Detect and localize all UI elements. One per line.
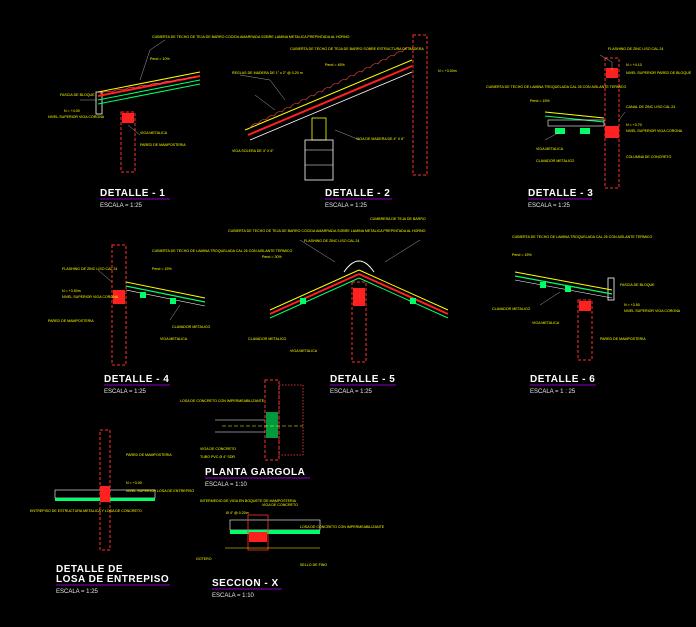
detail-1-note-0: CUBIERTA DE TECHO DE TEJA DE BARRO COCID… (152, 35, 350, 39)
detail-5-note-5: VIGA METALICA (290, 349, 318, 353)
detail-3-drawing (544, 54, 626, 189)
detail-4-note-7: CLAVADOR METALICO (172, 325, 211, 329)
detail-4-note-2: FLASHING DE ZINC LISO CAL 24 (62, 267, 117, 271)
detail-6-title: DETALLE - 6 (530, 374, 595, 385)
detail-1-scale: ESCALA = 1:25 (100, 203, 143, 209)
detail-5-note-1: Pend = 30% (262, 255, 282, 259)
detail-4-scale: ESCALA = 1:25 (104, 389, 147, 395)
seccion-x-title: SECCION - X (212, 578, 279, 589)
detail-6-note-5: N = +3.50 (624, 303, 640, 307)
planta-gargola-title: PLANTA GARGOLA (205, 467, 305, 478)
detail-1-note-3: N = +4.00 (64, 109, 80, 113)
detail-2-note-1: Pend = 45% (325, 63, 345, 67)
planta-gargola-note-2: TUBO PVC Ø 4" SDR (200, 455, 235, 459)
detail-4-drawing (97, 244, 206, 366)
planta-gargola-note-1: VIGA DE CONCRETO (200, 447, 236, 451)
detail-1-note-1: Pend = 10% (150, 57, 170, 61)
detail-5-scale: ESCALA = 1:25 (330, 389, 373, 395)
detail-1-note-2: FASCIA DE BLOQUE (60, 93, 95, 97)
detail-4-note-0: CUBIERTA DE TECHO DE LAMINA TROQUELADA C… (152, 249, 293, 253)
losa-entrepiso-title-2: LOSA DE ENTREPISO (56, 574, 169, 585)
detail-1-drawing (80, 39, 201, 173)
detail-4-note-4: NIVEL SUPERIOR VIGA CORONA (62, 295, 119, 299)
seccion-x-drawing (225, 514, 321, 551)
seccion-x-note-1: VIGA DE CONCRETO (262, 503, 298, 507)
seccion-x-note-4: GOTERO (196, 557, 212, 561)
detail-6-note-1: Pend = 15% (512, 253, 532, 257)
detail-5-title: DETALLE - 5 (330, 374, 395, 385)
detail-2-drawing (239, 34, 428, 181)
losa-entrepiso-scale: ESCALA = 1:25 (56, 589, 99, 595)
detail-5-note-3: CUMBRERA DE TEJA DE BARRO (370, 217, 426, 221)
losa-entrepiso-note-3: ENTREPISO DE ESTRUCTURA METALICA Y LOSA … (30, 509, 142, 513)
detail-2-note-5: VIGA SOLERA DE 4" X 6" (232, 149, 274, 153)
detail-3-note-1: N = +4.10 (626, 63, 642, 67)
detail-6-note-0: CUBIERTA DE TECHO DE LAMINA TROQUELADA C… (512, 235, 653, 239)
losa-entrepiso-note-1: N = +3.00 (126, 481, 142, 485)
detail-2-note-0: CUBIERTA DE TECHO DE TEJA DE BARRO SOBRE… (290, 47, 424, 51)
seccion-x-note-5: SELLO DE FINO (300, 563, 327, 567)
seccion-x-note-3: LOSA DE CONCRETO CON IMPERMEABILIZANTE (300, 525, 385, 529)
detail-3-note-3: CUBIERTA DE TECHO DE LAMINA TROQUELADA C… (486, 85, 627, 89)
detail-3-title: DETALLE - 3 (528, 188, 593, 199)
detail-3-note-7: NIVEL SUPERIOR VIGA CORONA (626, 129, 683, 133)
detail-5-drawing (269, 239, 449, 363)
detail-3-note-4: Pend = 15% (530, 99, 550, 103)
seccion-x-note-2: Ø 4" @ 0.20m (226, 511, 249, 515)
losa-entrepiso-note-2: NIVEL SUPERIOR LOSA DE ENTREPISO (126, 489, 194, 493)
detail-5-note-4: CLAVADOR METALICO (248, 337, 287, 341)
detail-3-note-5: CANAL DE ZINC LISO CAL 24 (626, 105, 675, 109)
detail-3-note-10: COLUMNA DE CONCRETO (626, 155, 671, 159)
seccion-x-note-0: INTERMEDIO DE VIGA EN BOQUETE DE MAMPOST… (200, 499, 297, 503)
planta-gargola-scale: ESCALA = 1:10 (205, 482, 248, 488)
detail-3-note-0: FLASHING DE ZINC LISO CAL 24 (608, 47, 663, 51)
detail-6-note-7: PARED DE MAMPOSTERIA (600, 337, 646, 341)
detail-3-scale: ESCALA = 1:25 (528, 203, 571, 209)
detail-4-note-5: PARED DE MAMPOSTERIA (48, 319, 94, 323)
losa-entrepiso-note-0: PARED DE MAMPOSTERIA (126, 453, 172, 457)
planta-gargola-drawing (215, 379, 304, 461)
detail-1-note-5: VIGA METALICA (140, 131, 168, 135)
detail-3-note-9: CLAVADOR METALICO (536, 159, 575, 163)
detail-6-note-2: FASCIA DE BLOQUE (620, 283, 655, 287)
seccion-x-scale: ESCALA = 1:10 (212, 593, 255, 599)
detail-4-note-3: N = +3.50m (62, 289, 81, 293)
detail-2-note-4: VIGA DE MADERA DE 4" X 6" (356, 137, 405, 141)
detail-5-note-2: FLASHING DE ZINC LISO CAL 24 (304, 239, 359, 243)
losa-entrepiso-title: DETALLE DE (56, 564, 123, 575)
losa-entrepiso-drawing (54, 429, 156, 551)
planta-gargola-note-0: LOSA DE CONCRETO CON IMPERMEABILIZANTE (180, 399, 265, 403)
detail-4-note-1: Pend = 15% (152, 267, 172, 271)
detail-2-note-3: N = +3.00m (438, 69, 457, 73)
detail-1-note-6: PARED DE MAMPOSTERIA (140, 143, 186, 147)
detail-1-note-4: NIVEL SUPERIOR VIGA CORONA (48, 115, 105, 119)
detail-3-note-2: NIVEL SUPERIOR PARED DE BLOQUE (626, 71, 692, 75)
detail-1-title: DETALLE - 1 (100, 188, 165, 199)
detail-6-note-6: NIVEL SUPERIOR VIGA CORONA (624, 309, 681, 313)
detail-6-drawing (514, 271, 615, 361)
detail-6-note-3: CLAVADOR METALICO (492, 307, 531, 311)
detail-4-note-6: VIGA METALICA (160, 337, 188, 341)
detail-3-note-8: VIGA METALICA (536, 147, 564, 151)
detail-5-note-0: CUBIERTA DE TECHO DE TEJA DE BARRO COCID… (228, 229, 426, 233)
detail-2-scale: ESCALA = 1:25 (325, 203, 368, 209)
detail-6-scale: ESCALA = 1 : 25 (530, 389, 576, 395)
detail-4-title: DETALLE - 4 (104, 374, 169, 385)
detail-2-note-2: REGLAS DE MADERA DE 1" x 2" @ 0.20 m (232, 71, 303, 75)
detail-6-note-4: VIGA METALICA (532, 321, 560, 325)
detail-3-note-6: N = +3.70 (626, 123, 642, 127)
detail-2-title: DETALLE - 2 (325, 188, 390, 199)
